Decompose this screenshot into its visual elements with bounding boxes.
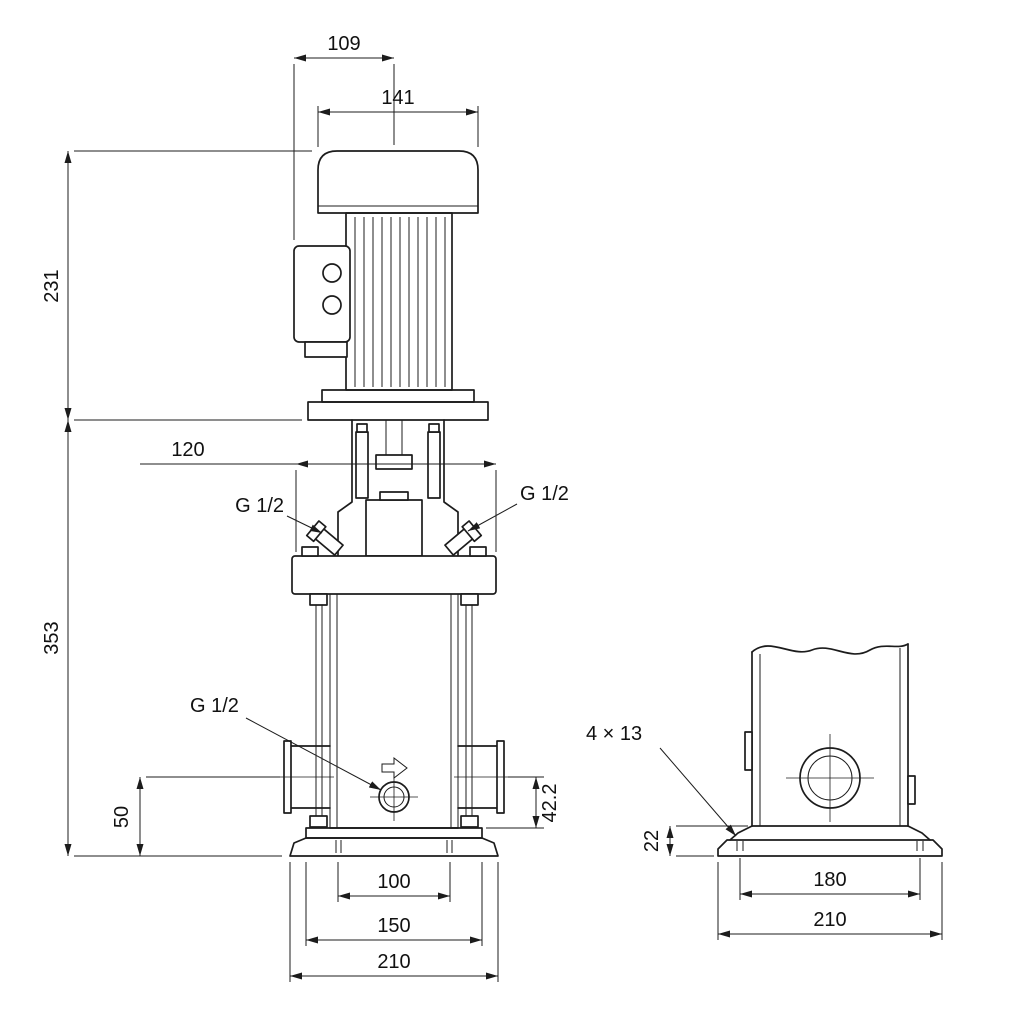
motor-fan-cover xyxy=(317,150,479,214)
base-front xyxy=(289,827,499,857)
plug-left-label: G 1/2 xyxy=(235,495,284,517)
break-line xyxy=(751,643,909,655)
dimension-motor-width: 141 xyxy=(317,87,479,147)
dim-pump-height-label: 353 xyxy=(41,621,63,654)
motor-body xyxy=(345,212,453,391)
side-port xyxy=(786,734,874,822)
bolt-holes-label: 4 × 13 xyxy=(586,723,642,745)
side-dimensions: 4 × 13 22 180 210 xyxy=(586,723,943,940)
dim-head-width-label: 120 xyxy=(171,439,204,461)
dim-base-width-label: 210 xyxy=(377,951,410,973)
dim-base-bolt-width-label: 150 xyxy=(377,915,410,937)
dimension-base-bolt-width: 150 xyxy=(305,862,483,946)
motor-fins xyxy=(354,217,446,387)
front-view xyxy=(276,150,512,857)
side-flange-tab-right xyxy=(907,775,916,805)
base-bolt-slots xyxy=(335,840,453,853)
callout-plug-left: G 1/2 xyxy=(235,495,323,534)
dimension-pump-height: 353 xyxy=(41,420,282,857)
shaft-coupling xyxy=(375,454,413,470)
base-side xyxy=(717,825,943,857)
drain-plug-label: G 1/2 xyxy=(190,695,239,717)
port-left xyxy=(276,740,334,814)
dim-motor-width-label: 141 xyxy=(381,87,414,109)
pump-sleeve xyxy=(309,593,479,828)
cable-entry-hole-bottom xyxy=(322,295,342,315)
side-view xyxy=(717,643,943,857)
side-bolt-slots xyxy=(736,841,924,851)
dim-port-to-base-label: 42.2 xyxy=(539,784,561,823)
callout-drain-plug: G 1/2 xyxy=(190,695,382,791)
dimension-bolt-spacing: 180 xyxy=(739,858,921,900)
pump-head xyxy=(291,491,497,595)
flow-direction-arrow-icon xyxy=(381,756,408,780)
motor-flange xyxy=(307,389,489,421)
dimension-port-to-base: 42.2 xyxy=(486,776,561,829)
dim-motor-height-label: 231 xyxy=(41,269,63,302)
callout-plug-right: G 1/2 xyxy=(467,483,569,532)
dimension-base-inner-width: 100 xyxy=(337,862,451,902)
dim-base-height-label: 22 xyxy=(641,830,663,852)
dimension-top-depth: 109 xyxy=(293,33,395,240)
front-dimensions: 109 141 231 353 120 G 1/2 xyxy=(41,33,569,982)
plug-right-label: G 1/2 xyxy=(520,483,569,505)
dim-top-depth-label: 109 xyxy=(327,33,360,55)
port-right xyxy=(454,740,512,814)
dimension-base-height: 22 xyxy=(641,825,748,857)
side-flange-tab-left xyxy=(744,731,753,771)
dimension-head-width: 120 xyxy=(140,439,497,552)
dim-bolt-spacing-label: 180 xyxy=(813,869,846,891)
staybolts xyxy=(315,594,473,828)
dimension-base-width: 210 xyxy=(289,862,499,982)
dimension-motor-height: 231 xyxy=(41,150,312,421)
terminal-box xyxy=(293,245,351,358)
callout-bolt-holes: 4 × 13 xyxy=(586,723,737,837)
cable-entry-hole-top xyxy=(322,263,342,283)
dimension-side-base-width: 210 xyxy=(717,862,943,940)
dim-port-height-label: 50 xyxy=(111,806,133,828)
dim-base-inner-width-label: 100 xyxy=(377,871,410,893)
front-port xyxy=(370,756,418,821)
dim-side-base-width-label: 210 xyxy=(813,909,846,931)
dimension-port-height: 50 xyxy=(111,776,280,856)
seal-housing xyxy=(365,499,423,557)
side-sleeve xyxy=(744,643,916,827)
plug-right xyxy=(444,520,483,556)
